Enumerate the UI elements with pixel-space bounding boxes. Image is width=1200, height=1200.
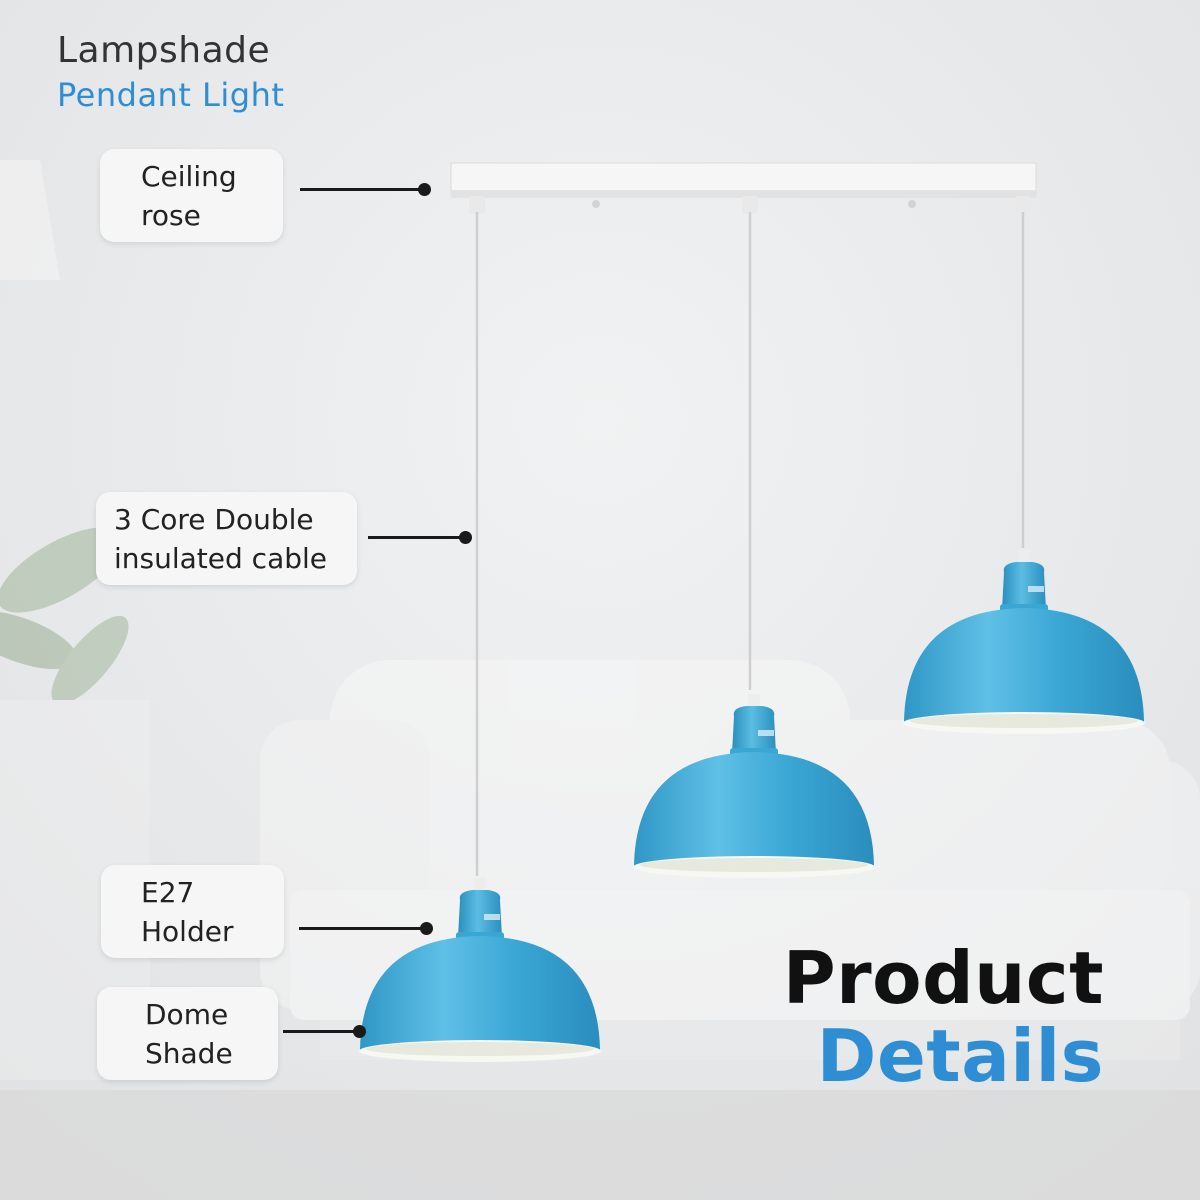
connector-dot bbox=[418, 183, 431, 196]
connector-cable bbox=[368, 536, 461, 539]
label-cable: 3 Core Double insulated cable bbox=[96, 492, 357, 585]
ceiling-bar-icon bbox=[450, 162, 1037, 214]
title-main: Lampshade bbox=[57, 30, 271, 71]
connector-dot bbox=[353, 1025, 366, 1038]
footer-details: Details bbox=[816, 1014, 1104, 1098]
label-ceiling-rose-line1: Ceiling bbox=[141, 159, 237, 193]
label-cable-line1: 3 Core Double bbox=[114, 502, 314, 536]
label-shade: Dome Shade bbox=[97, 987, 278, 1080]
label-ceiling-rose: Ceiling rose bbox=[100, 149, 283, 242]
connector-shade bbox=[283, 1030, 358, 1033]
label-shade-line1: Dome bbox=[145, 997, 229, 1031]
label-holder-line1: E27 bbox=[141, 875, 195, 909]
label-shade-line2: Shade bbox=[145, 1036, 233, 1070]
label-holder: E27 Holder bbox=[101, 865, 284, 958]
label-holder-line2: Holder bbox=[141, 914, 234, 948]
connector-holder bbox=[299, 927, 425, 930]
connector-ceiling-rose bbox=[300, 188, 424, 191]
label-cable-line2: insulated cable bbox=[114, 541, 328, 575]
footer-product: Product bbox=[782, 936, 1104, 1020]
label-ceiling-rose-line2: rose bbox=[141, 198, 201, 232]
connector-dot bbox=[420, 922, 433, 935]
title-sub: Pendant Light bbox=[57, 76, 285, 114]
connector-dot bbox=[459, 531, 472, 544]
